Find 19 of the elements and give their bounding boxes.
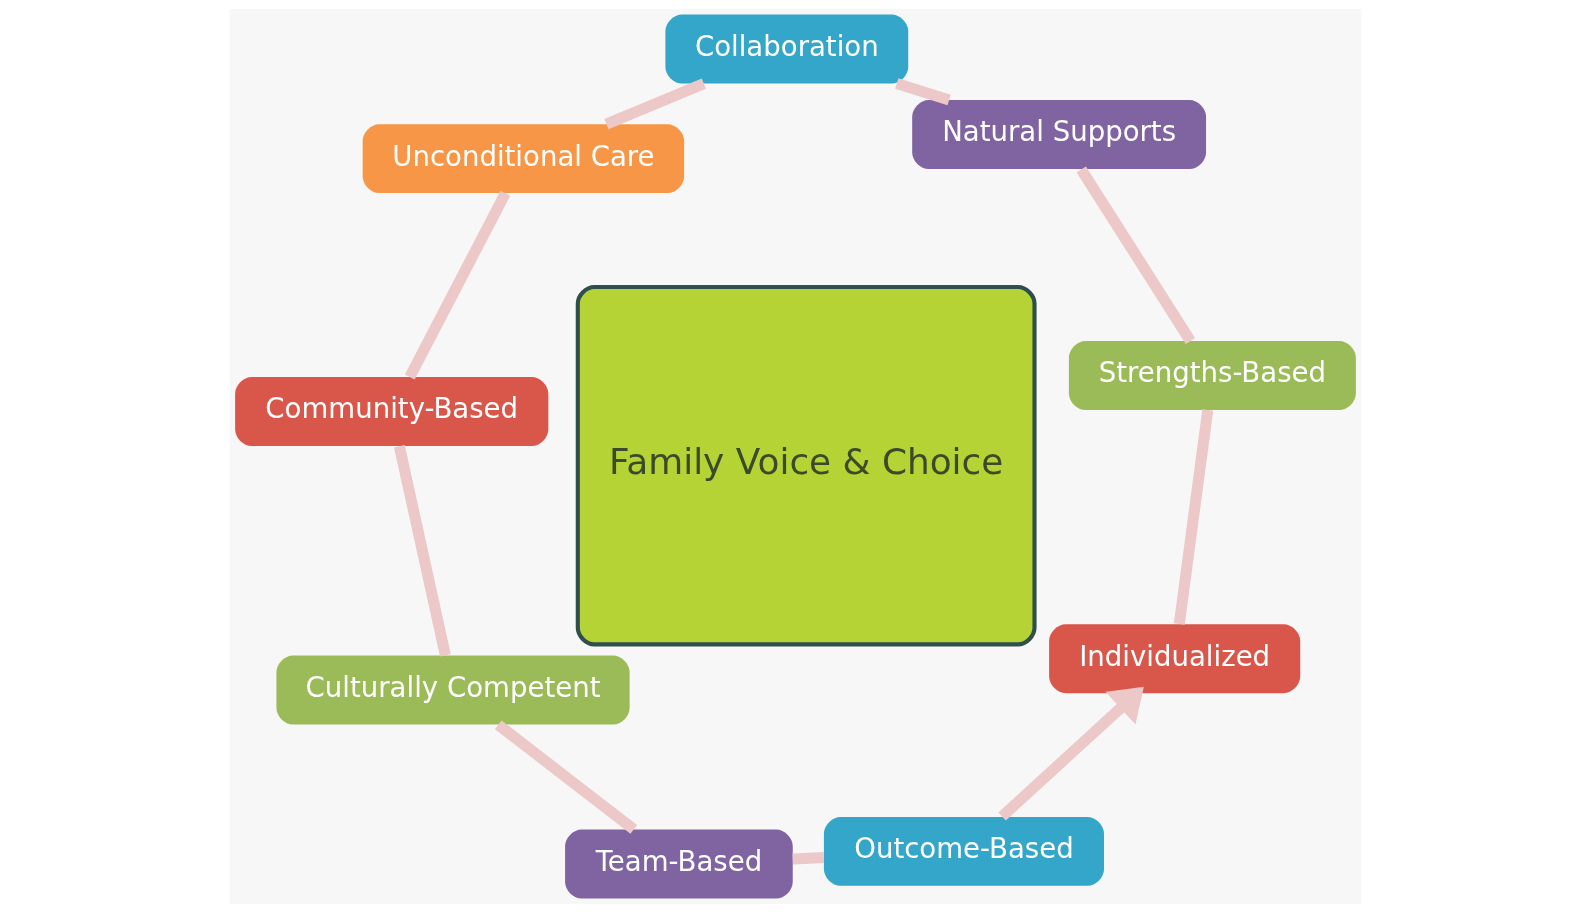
connector xyxy=(404,190,510,379)
connector xyxy=(1076,165,1195,344)
node-box: Unconditional Care xyxy=(362,123,684,193)
node-box: Outcome-Based xyxy=(823,816,1104,886)
connector xyxy=(1173,408,1213,625)
node-box: Team-Based xyxy=(564,829,793,898)
node-box: Individualized xyxy=(1048,623,1300,693)
node-box: Strengths-Based xyxy=(1068,340,1356,410)
connector xyxy=(603,77,706,129)
connector xyxy=(393,444,451,656)
connector xyxy=(792,851,824,864)
arrow xyxy=(997,686,1144,821)
connector xyxy=(494,719,637,834)
node-box: Natural Supports xyxy=(911,99,1206,169)
connector xyxy=(894,77,951,105)
node-box: Collaboration xyxy=(664,14,908,83)
node-box: Community-Based xyxy=(234,376,548,446)
node-box: Culturally Competent xyxy=(275,655,630,724)
node-box: Family Voice & Choice xyxy=(575,284,1037,646)
